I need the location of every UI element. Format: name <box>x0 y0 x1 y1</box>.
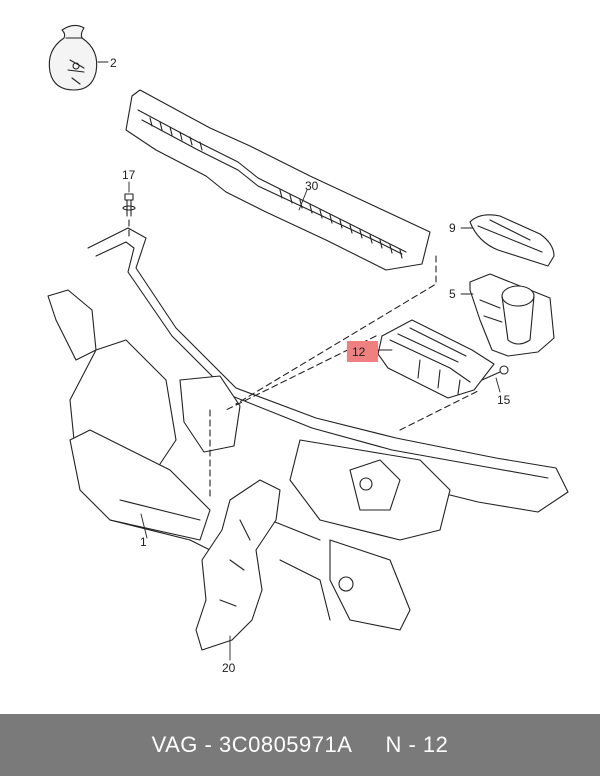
footer-part-number: 3C0805971A <box>218 732 353 757</box>
bolt-17-icon <box>122 193 136 217</box>
callout-30: 30 <box>305 179 319 193</box>
callout-15: 15 <box>497 393 511 407</box>
footer-separator: - <box>197 732 219 757</box>
footer-brand: VAG <box>151 732 198 757</box>
cowl-panel <box>125 89 431 271</box>
callout-20: 20 <box>222 661 236 675</box>
callout-9: 9 <box>449 221 456 235</box>
parts-diagram: 2 30 9 5 12 15 17 1 20 <box>47 24 569 675</box>
callout-12: 12 <box>352 345 366 359</box>
fastener-bag-icon <box>48 24 98 91</box>
lock-carrier <box>47 227 569 631</box>
air-intake-housing <box>469 273 555 357</box>
callout-17: 17 <box>122 168 136 182</box>
assembly-guides <box>128 219 481 501</box>
screw-15-icon <box>481 365 509 381</box>
air-guide-part <box>377 319 495 399</box>
footer-page-ref: N - 12 <box>385 732 449 757</box>
footer-bar: VAG - 3C0805971A N - 12 <box>0 714 600 776</box>
callout-2: 2 <box>110 56 117 70</box>
callout-1: 1 <box>140 535 147 549</box>
callout-5: 5 <box>449 287 456 301</box>
leader-lines <box>97 61 501 661</box>
air-deflector <box>195 479 281 651</box>
duct-cover <box>469 214 555 267</box>
callout-12-highlight <box>347 341 378 362</box>
